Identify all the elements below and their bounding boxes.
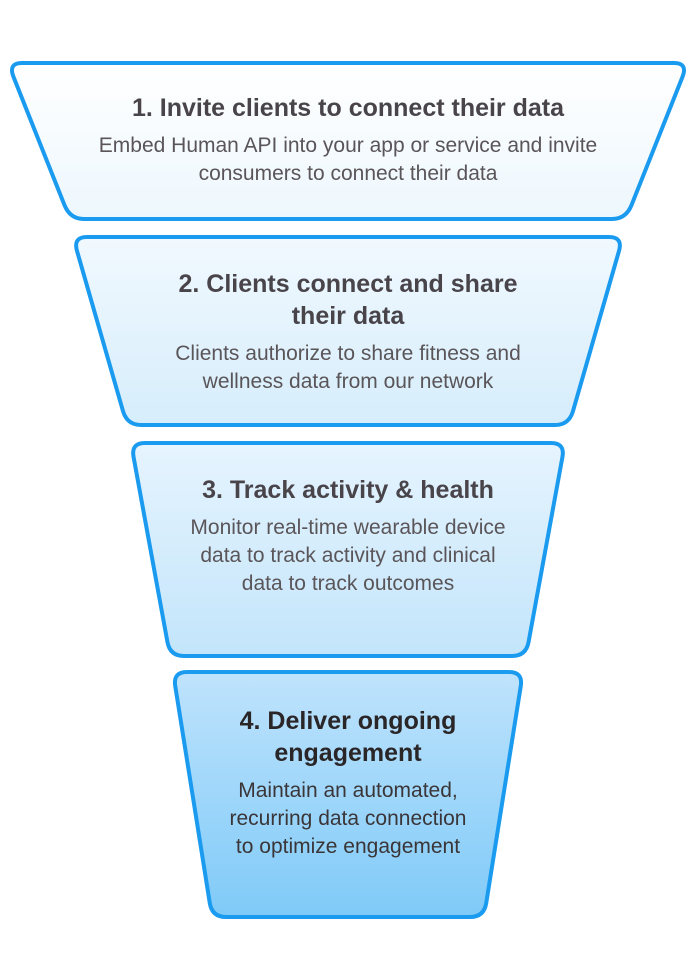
stage-1: 1. Invite clients to connect their data … — [40, 92, 656, 188]
stage-3-title: 3. Track activity & health — [202, 476, 494, 504]
stage-2-description: Clients authorize to share fitness and w… — [175, 342, 521, 393]
stage-3-description: Monitor real-time wearable device data t… — [190, 516, 506, 595]
stage-4-shape — [172, 670, 524, 919]
stage-1-shape — [10, 61, 686, 221]
stage-4: 4. Deliver ongoing engagement Maintain a… — [220, 705, 476, 861]
stage-1-title: 1. Invite clients to connect their data — [131, 94, 565, 122]
stage-2-title: 2. Clients connect and share their data — [178, 270, 518, 330]
stage-4-title: 4. Deliver ongoing engagement — [239, 707, 457, 767]
stage-3-shape — [131, 441, 565, 658]
stage-3: 3. Track activity & health Monitor real-… — [180, 474, 516, 598]
stage-2: 2. Clients connect and share their data … — [150, 268, 546, 396]
stage-1-description: Embed Human API into your app or service… — [98, 134, 598, 185]
stage-4-description: Maintain an automated, recurring data co… — [229, 779, 467, 858]
stage-2-shape — [74, 235, 622, 427]
